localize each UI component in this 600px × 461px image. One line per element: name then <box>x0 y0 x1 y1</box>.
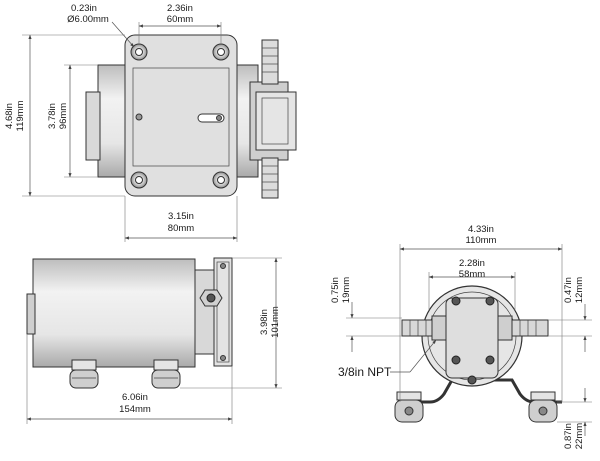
hole-dim-in-label: 0.23in <box>71 3 97 14</box>
screw-icon <box>135 113 143 121</box>
screw-icon <box>220 263 226 269</box>
left-port-offset-mm-label: 19mm <box>341 277 352 303</box>
rubber-foot-icon <box>528 391 558 423</box>
overall-height-in-label: 4.68in <box>4 103 15 129</box>
right-port-offset-in-label: 0.47in <box>563 277 574 303</box>
motor-end-cap-side <box>26 293 36 335</box>
foot-height-mm-label: 22mm <box>574 423 585 449</box>
port-fitting-icon <box>199 289 223 307</box>
mounting-hole-icon <box>212 171 230 189</box>
side-height-in-label: 3.98in <box>259 309 270 335</box>
top-view: 2.36in 60mm 0.23in Ø6.00mm 4.68in 119mm … <box>4 3 297 242</box>
mounting-hole-icon <box>212 43 230 61</box>
head-width-in-label: 2.28in <box>459 258 485 269</box>
right-port-offset-mm-label: 12mm <box>574 277 585 303</box>
overall-width-mm-label: 110mm <box>466 235 497 246</box>
mounting-bracket-top <box>124 34 238 197</box>
screw-icon <box>216 115 222 121</box>
port-thread-label: 3/8in NPT <box>338 365 392 379</box>
hole-dim-mm-label: Ø6.00mm <box>67 14 109 25</box>
rubber-foot-icon <box>151 359 181 389</box>
barb-fitting-icon <box>497 315 549 341</box>
side-view: 6.06in 154mm 3.98in 101mm <box>26 257 282 424</box>
screw-icon <box>485 355 495 365</box>
head-width-mm-label: 58mm <box>459 269 485 280</box>
barb-fitting-icon <box>261 39 279 85</box>
end-view: 4.33in 110mm 2.28in 58mm 0.75in 19mm 0.4… <box>330 224 592 449</box>
screw-icon <box>485 296 495 306</box>
bracket-width-in-label: 3.15in <box>168 211 194 222</box>
barb-fitting-icon <box>261 157 279 199</box>
overall-height-mm-label: 119mm <box>15 100 26 131</box>
motor-end-cap-top <box>85 91 101 161</box>
rubber-foot-icon <box>394 391 424 423</box>
foot-height-in-label: 0.87in <box>563 423 574 449</box>
length-in-label: 6.06in <box>122 392 148 403</box>
hole-spacing-mm-label: 60mm <box>167 14 193 25</box>
mounting-hole-icon <box>130 171 148 189</box>
screw-icon <box>220 355 226 361</box>
valve-cover <box>445 297 499 379</box>
screw-icon <box>451 355 461 365</box>
pump-cover-top <box>255 91 297 151</box>
side-height-mm-label: 101mm <box>270 306 281 338</box>
barb-fitting-icon <box>401 315 447 341</box>
screw-icon <box>451 296 461 306</box>
motor-body-side <box>32 258 196 368</box>
body-height-mm-label: 96mm <box>58 103 69 129</box>
hole-spacing-in-label: 2.36in <box>167 3 193 14</box>
overall-width-in-label: 4.33in <box>468 224 494 235</box>
body-height-in-label: 3.78in <box>47 103 58 129</box>
length-mm-label: 154mm <box>119 404 151 415</box>
left-port-offset-in-label: 0.75in <box>330 277 341 303</box>
rubber-foot-icon <box>69 359 99 389</box>
bracket-face <box>132 67 230 167</box>
bracket-width-mm-label: 80mm <box>168 223 194 234</box>
